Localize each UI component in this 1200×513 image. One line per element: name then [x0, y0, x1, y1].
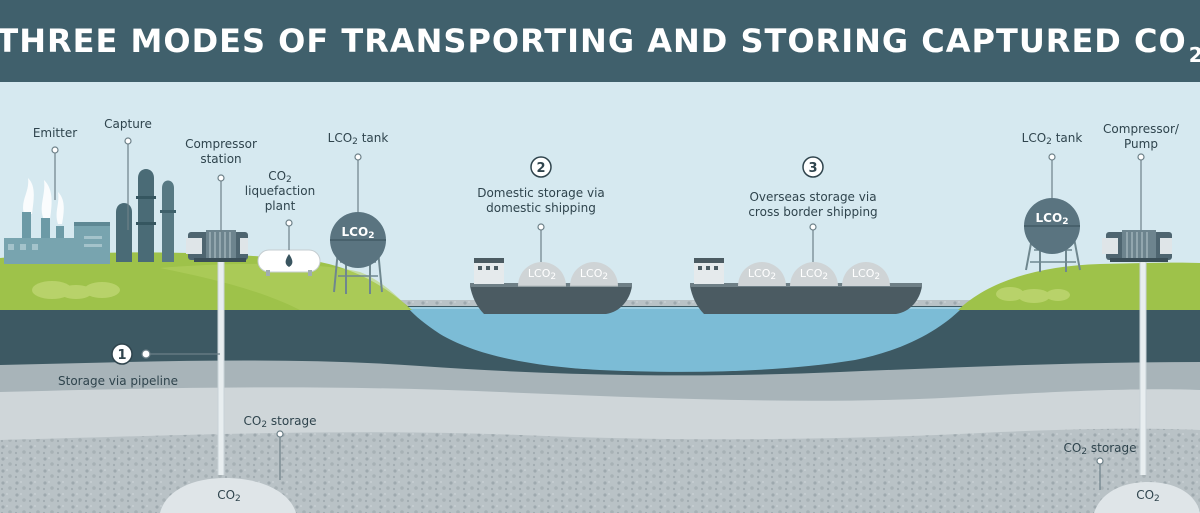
right-pipeline-outline — [1139, 260, 1147, 475]
mode-1-badge: 1 — [111, 343, 133, 365]
mode-2-number: 2 — [536, 161, 545, 176]
page-title: THREE MODES OF TRANSPORTING AND STORING … — [0, 22, 1200, 67]
page-title-subscript: 2 — [1188, 43, 1200, 67]
ship-1-tank-2-text: LCO2 — [579, 267, 609, 282]
mode-3-number: 3 — [808, 161, 817, 176]
liquefaction-plant — [257, 249, 321, 276]
mode-1-number: 1 — [117, 348, 126, 363]
emitter-factory — [4, 212, 110, 264]
capture-label: Capture — [104, 117, 152, 131]
right-compressor-pump — [1102, 230, 1172, 262]
left-lco2-tank — [330, 212, 386, 294]
right-lco2-tank-label: LCO2 tank — [1021, 131, 1083, 147]
leader-pins — [51, 137, 1145, 465]
ship-1-tank-1-text: LCO2 — [527, 267, 557, 282]
leader-lines — [54, 142, 1142, 490]
page-title-main: THREE MODES OF TRANSPORTING AND STORING … — [0, 22, 1187, 60]
ship-2-tank-2-text: LCO2 — [799, 267, 829, 282]
mode-2-badge: 2 — [530, 156, 552, 178]
compressor-pump-label: Compressor/Pump — [1103, 122, 1179, 151]
left-co2-mound-label: CO2 — [217, 488, 241, 504]
ship-2-tank-1-text: LCO2 — [747, 267, 777, 282]
left-co2-storage-label: CO2 storage — [243, 414, 317, 430]
overseas-ship — [690, 258, 922, 314]
bushes-right — [996, 287, 1070, 303]
right-co2-storage-label: CO2 storage — [1063, 441, 1137, 457]
compressor-station — [186, 230, 248, 262]
capture-plant — [116, 169, 176, 262]
mode-1-label: Storage via pipeline — [58, 374, 178, 388]
sea — [408, 308, 962, 372]
right-tank-text: LCO2 — [1035, 211, 1069, 227]
mode-3-badge: 3 — [802, 156, 824, 178]
right-co2-mound-label: CO2 — [1136, 488, 1160, 504]
left-tank-text: LCO2 — [341, 225, 375, 241]
left-pipeline-outline — [217, 258, 225, 475]
smoke-plumes — [23, 178, 64, 224]
bushes-left — [32, 281, 120, 299]
title-bar: THREE MODES OF TRANSPORTING AND STORING … — [0, 0, 1200, 82]
right-lco2-tank — [1024, 198, 1081, 272]
right-storage-mound — [1094, 482, 1200, 513]
left-storage-mound — [160, 478, 296, 513]
left-lco2-tank-label: LCO2 tank — [327, 131, 389, 147]
domestic-ship — [470, 258, 632, 314]
emitter-label: Emitter — [32, 126, 78, 140]
ship-2-tank-3-text: LCO2 — [851, 267, 881, 282]
